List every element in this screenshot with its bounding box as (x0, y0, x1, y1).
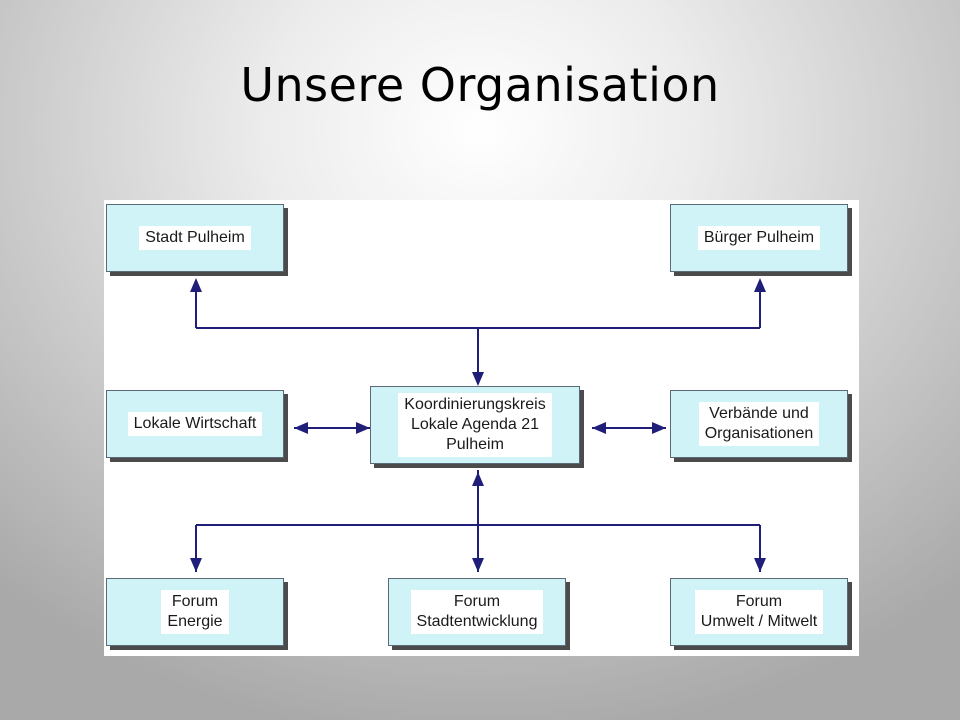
arrowhead-up-stadt (190, 278, 202, 292)
arrowhead-up-buerger (754, 278, 766, 292)
arrowhead-left-wirtschaft (294, 422, 308, 434)
arrowhead-down-center (472, 372, 484, 386)
connector-lines (190, 278, 766, 572)
arrowhead-up-center (472, 472, 484, 486)
node-stadt-pulheim: Stadt Pulheim (106, 204, 284, 272)
node-forum-stadtentwicklung: Forum Stadtentwicklung (388, 578, 566, 646)
node-label: Forum Umwelt / Mitwelt (694, 590, 824, 634)
node-verbaende-organisationen: Verbände und Organisationen (670, 390, 848, 458)
node-koordinierungskreis: Koordinierungskreis Lokale Agenda 21 Pul… (370, 386, 580, 464)
node-forum-energie: Forum Energie (106, 578, 284, 646)
node-label: Forum Energie (161, 590, 229, 634)
node-label: Bürger Pulheim (697, 226, 821, 250)
node-label: Koordinierungskreis Lokale Agenda 21 Pul… (398, 393, 552, 457)
node-label: Lokale Wirtschaft (127, 412, 263, 436)
node-lokale-wirtschaft: Lokale Wirtschaft (106, 390, 284, 458)
arrowhead-down-umwelt (754, 558, 766, 572)
slide-title: Unsere Organisation (240, 58, 720, 112)
arrowhead-down-stadtentwicklung (472, 558, 484, 572)
node-forum-umwelt-mitwelt: Forum Umwelt / Mitwelt (670, 578, 848, 646)
arrowhead-down-energie (190, 558, 202, 572)
node-label: Stadt Pulheim (139, 226, 251, 250)
node-buerger-pulheim: Bürger Pulheim (670, 204, 848, 272)
arrowhead-right-center (356, 422, 370, 434)
node-label: Forum Stadtentwicklung (410, 590, 544, 634)
node-label: Verbände und Organisationen (698, 402, 820, 446)
organization-diagram: Stadt Pulheim Bürger Pulheim Lokale Wirt… (104, 200, 859, 656)
arrowhead-left-center (592, 422, 606, 434)
arrowhead-right-verbaende (652, 422, 666, 434)
